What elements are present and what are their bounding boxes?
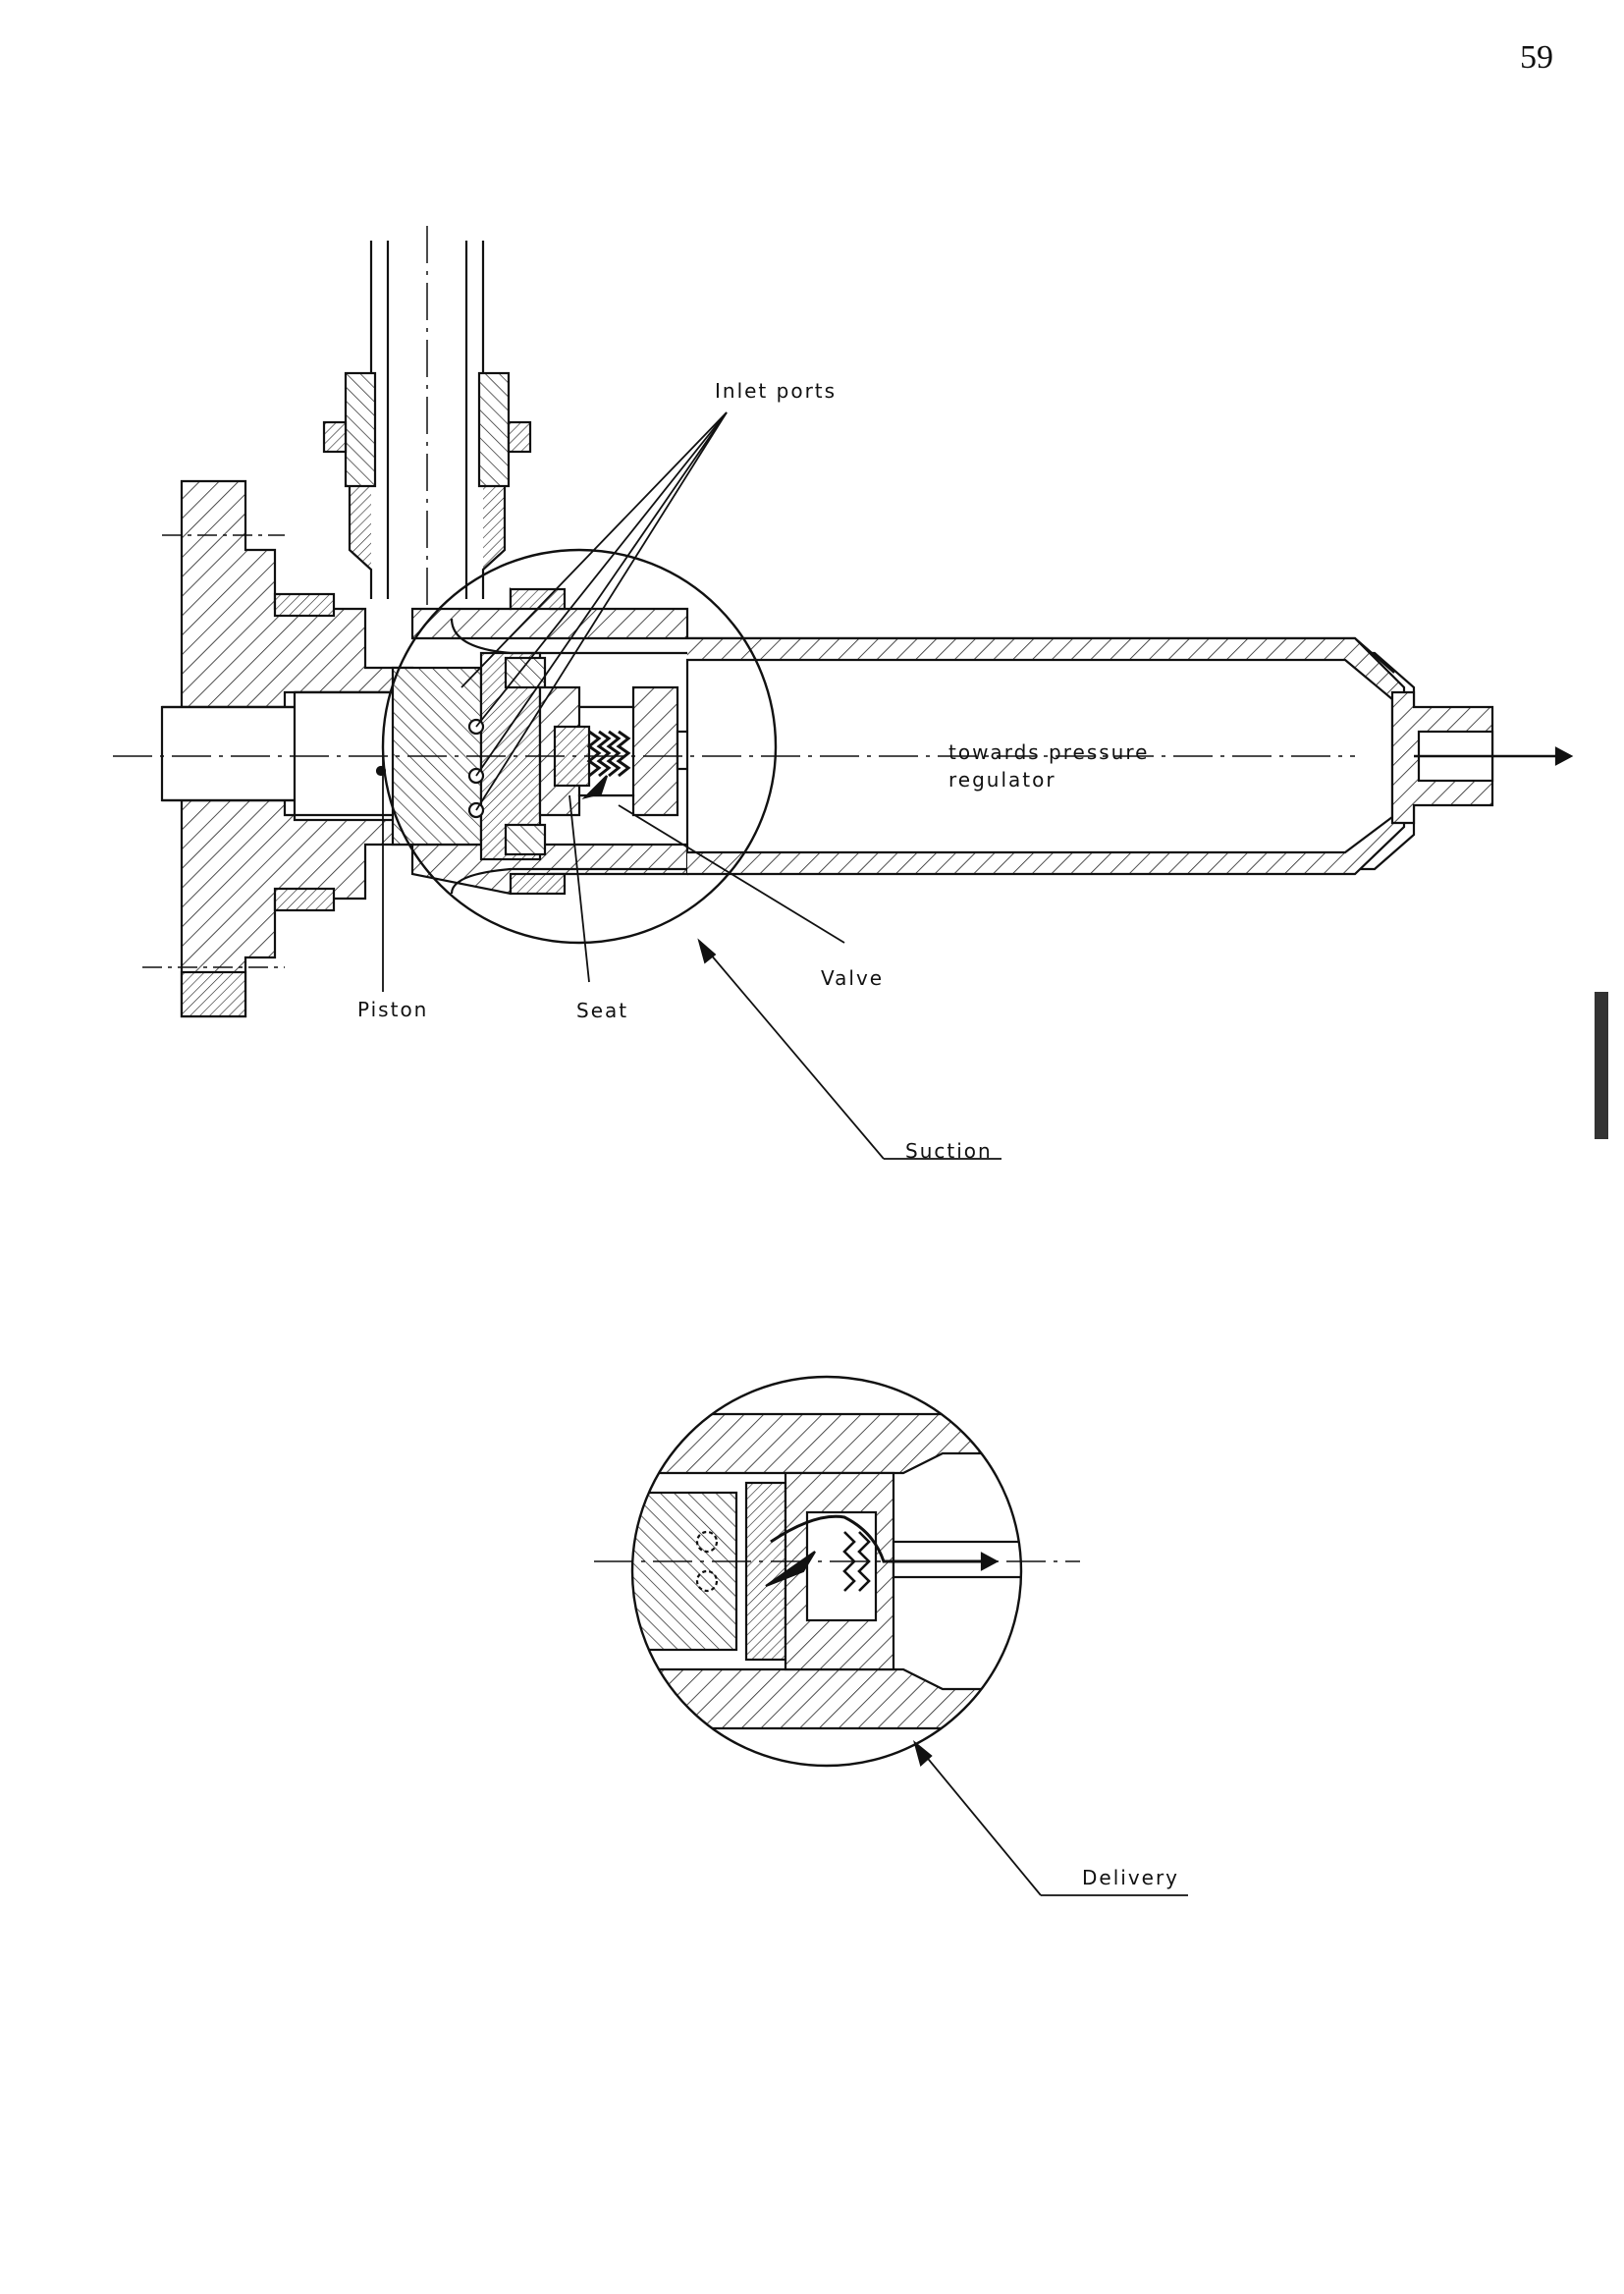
leader-lines <box>382 411 1001 1160</box>
page-number: 59 <box>1520 39 1553 76</box>
delivery-detail-circle <box>630 1375 1023 1768</box>
page-edge-mark <box>1595 992 1608 1139</box>
delivery-detail <box>594 1375 1188 1896</box>
delivery-tube <box>113 618 1574 895</box>
label-delivery: Delivery <box>1082 1866 1180 1889</box>
label-valve: Valve <box>821 966 885 990</box>
label-seat: Seat <box>576 999 629 1022</box>
label-suction: Suction <box>905 1139 993 1163</box>
valve-spring <box>581 730 631 800</box>
suction-detail-circle <box>381 548 778 945</box>
label-piston: Piston <box>357 998 429 1021</box>
label-towards-line1: towards pressure <box>948 740 1150 764</box>
valve-seat <box>538 685 679 817</box>
label-inlet-ports: Inlet ports <box>715 379 838 403</box>
left-flange <box>142 479 414 1018</box>
suction-assembly <box>113 226 1574 1160</box>
label-towards-line2: regulator <box>948 768 1056 792</box>
inlet-pipe <box>322 226 532 628</box>
